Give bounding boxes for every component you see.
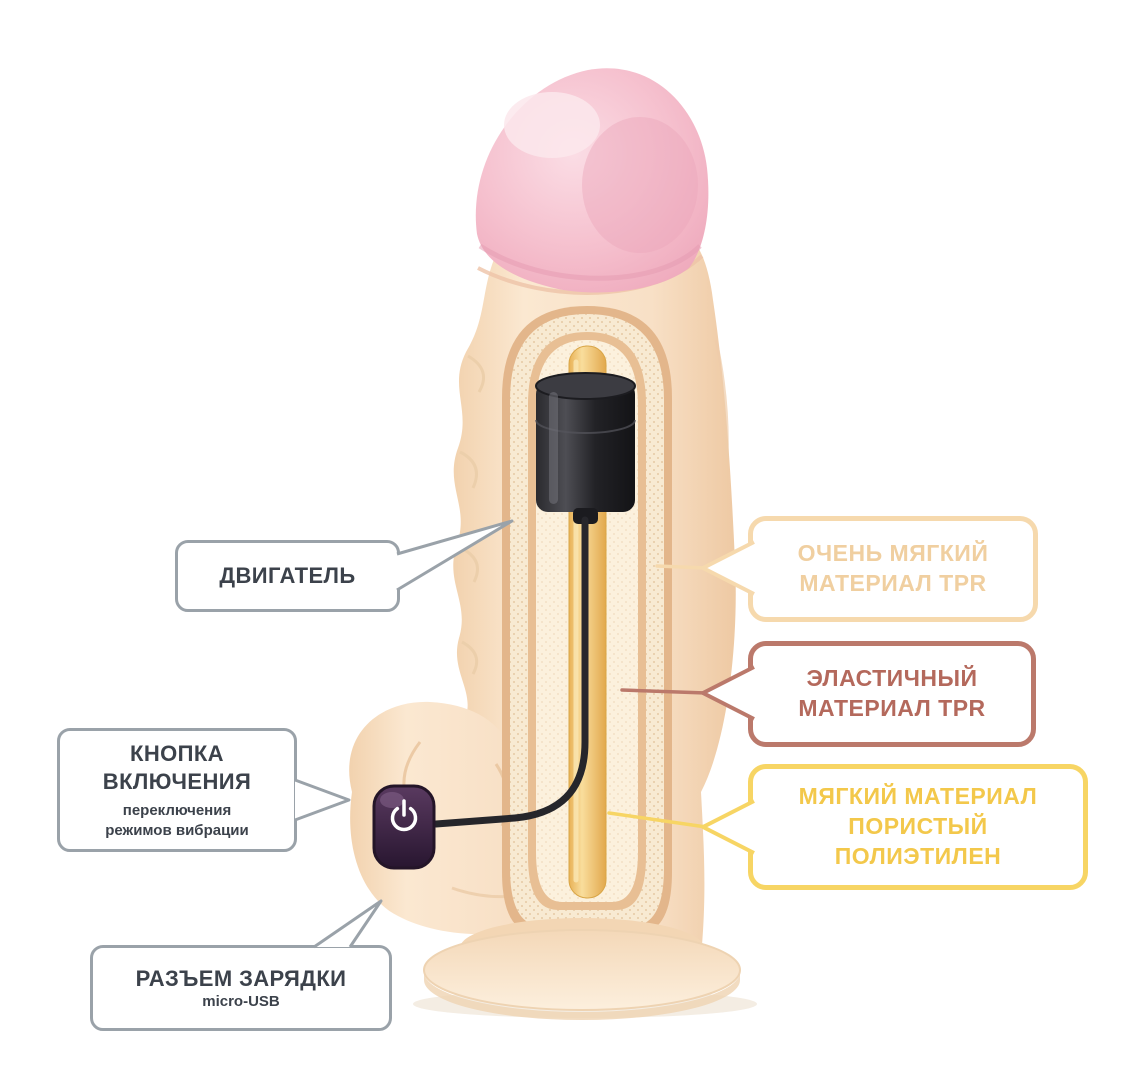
porous-polyethylene-callout: МЯГКИЙ МАТЕРИАЛ ПОРИСТЫЙ ПОЛИЭТИЛЕН	[748, 764, 1088, 890]
power-button-callout-title-2: ВКЛЮЧЕНИЯ	[102, 768, 252, 794]
very-soft-tpr-callout: ОЧЕНЬ МЯГКИЙ МАТЕРИАЛ TPR	[748, 516, 1038, 622]
power-wire	[432, 516, 589, 828]
motor-callout-label: ДВИГАТЕЛЬ	[219, 563, 356, 589]
power-button-illustration	[372, 784, 436, 870]
charging-port-callout-title: РАЗЪЕМ ЗАРЯДКИ	[135, 965, 347, 991]
charging-port-callout: РАЗЪЕМ ЗАРЯДКИ micro-USB	[90, 945, 392, 1031]
power-icon	[390, 799, 418, 832]
very-soft-tpr-line-2: МАТЕРИАЛ TPR	[799, 570, 987, 596]
elastic-tpr-callout: ЭЛАСТИЧНЫЙ МАТЕРИАЛ TPR	[748, 641, 1036, 747]
power-button-callout-sub-2: режимов вибрации	[105, 821, 249, 839]
very-soft-tpr-line-1: ОЧЕНЬ МЯГКИЙ	[797, 540, 989, 567]
elastic-tpr-line-1: ЭЛАСТИЧНЫЙ	[806, 665, 978, 692]
power-button-callout-title-1: КНОПКА	[130, 741, 224, 766]
power-button-callout-sub-1: переключения	[122, 802, 232, 819]
porous-pe-line-2: ПОРИСТЫЙ	[848, 813, 988, 840]
porous-pe-line-1: МЯГКИЙ МАТЕРИАЛ	[798, 783, 1038, 810]
power-button-callout: КНОПКА ВКЛЮЧЕНИЯ переключения режимов ви…	[57, 728, 297, 852]
glans-tip	[475, 68, 709, 293]
suction-cup-base	[423, 918, 741, 1020]
motor-callout: ДВИГАТЕЛЬ	[175, 540, 400, 612]
elastic-tpr-line-2: МАТЕРИАЛ TPR	[798, 695, 986, 721]
charging-port-callout-sub: micro-USB	[202, 993, 280, 1010]
porous-pe-line-3: ПОЛИЭТИЛЕН	[834, 842, 1002, 869]
motor-cylinder	[535, 372, 636, 524]
